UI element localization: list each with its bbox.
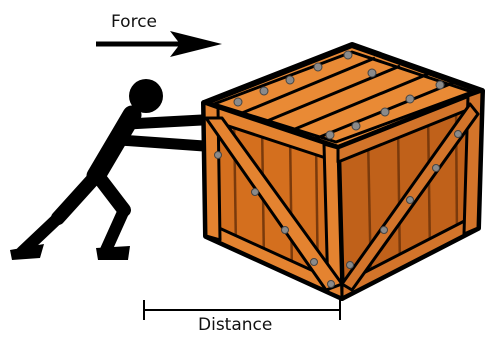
- force-label: Force: [111, 12, 157, 32]
- distance-label: Distance: [198, 315, 272, 335]
- force-arrow-icon: [96, 31, 222, 57]
- person-icon: [10, 79, 204, 260]
